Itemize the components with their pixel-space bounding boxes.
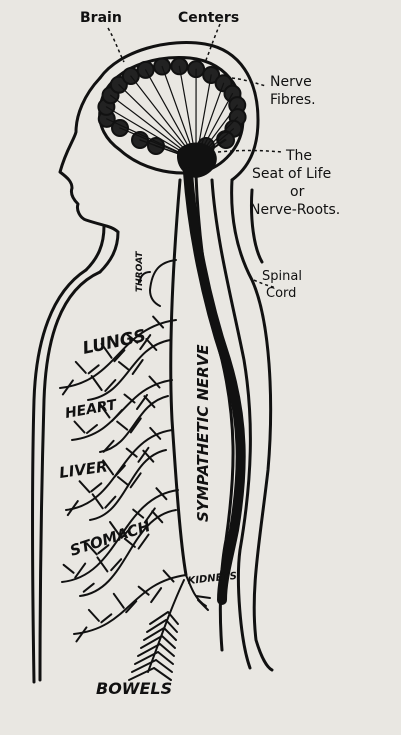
nerve-twig xyxy=(64,565,74,573)
nerve-twig xyxy=(117,422,127,430)
nerve-twig xyxy=(118,477,128,485)
nerve-twig xyxy=(75,422,85,433)
nerve-twig xyxy=(114,594,124,608)
label-centers: Centers xyxy=(178,10,239,26)
throat-nerve xyxy=(140,260,176,306)
label-throat: THROAT xyxy=(135,251,145,292)
label-spinal: Spinal xyxy=(262,269,302,284)
nerve-twig xyxy=(76,362,86,373)
label-kidneys: KIDNEYS xyxy=(187,571,237,587)
nerve-twig xyxy=(89,610,99,621)
organ-branches xyxy=(60,317,210,680)
label-or: or xyxy=(290,184,305,200)
nerve-twig xyxy=(92,376,102,390)
nerve-twig xyxy=(119,362,129,370)
nerve-twig xyxy=(151,588,161,602)
nerve-twig xyxy=(105,380,115,391)
label-cord: Cord xyxy=(266,286,296,301)
nerve-twig xyxy=(91,483,101,491)
nerve-twig xyxy=(89,365,99,373)
nerve-twig xyxy=(84,584,94,592)
label-lungs: LUNGS xyxy=(81,326,148,359)
label-nerve-roots: Nerve-Roots. xyxy=(250,202,340,218)
label-sympathetic-nerve: SYMPATHETIC NERVE xyxy=(194,344,212,522)
label-heart: HEART xyxy=(64,397,119,422)
label-fibres: Fibres. xyxy=(270,92,316,108)
nerve-branch xyxy=(60,320,176,388)
label-the: The xyxy=(285,148,312,164)
nerve-twig xyxy=(133,360,143,374)
label-seat-of-life: Seat of Life xyxy=(252,166,331,182)
nerve-branch xyxy=(74,575,186,634)
label-nerve: Nerve xyxy=(270,74,312,90)
label-brain: Brain xyxy=(80,10,122,26)
brain xyxy=(98,57,245,178)
label-bowels: BOWELS xyxy=(96,679,172,698)
sympathetic-nerve xyxy=(171,180,186,575)
label-liver: LIVER xyxy=(58,457,109,482)
nerve-twig xyxy=(115,466,125,477)
nerve-twig xyxy=(80,481,90,492)
